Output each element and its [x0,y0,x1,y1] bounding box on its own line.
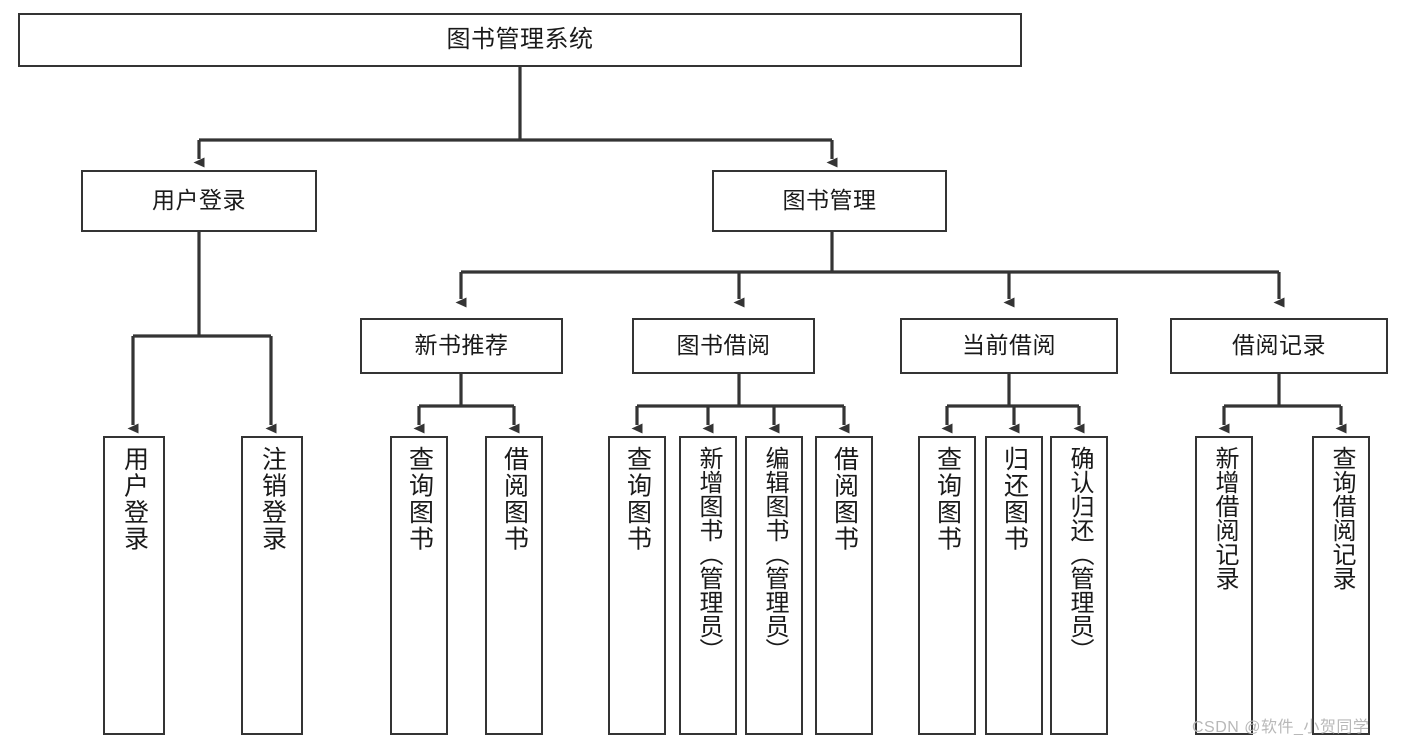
node-label: 查询图书 [623,446,652,552]
node-current-borrow[interactable]: 当前借阅 [900,318,1118,374]
leaf-query-book-recommend[interactable]: 查询图书 [390,436,448,735]
node-borrow-record[interactable]: 借阅记录 [1170,318,1388,374]
node-label: 注销登录 [258,446,287,552]
node-label: 用户登录 [152,187,246,214]
node-label: 借阅图书 [830,446,859,552]
node-label: 借阅记录 [1232,332,1326,359]
node-label: 用户登录 [120,446,149,552]
node-label: 查询借阅记录 [1327,446,1355,590]
node-root-book-management-system[interactable]: 图书管理系统 [18,13,1022,67]
leaf-borrow-book[interactable]: 借阅图书 [815,436,873,735]
node-label: 新增图书（管理员） [694,446,722,662]
leaf-confirm-return-admin[interactable]: 确认归还（管理员） [1050,436,1108,735]
node-label: 查询图书 [405,446,434,552]
node-label: 编辑图书（管理员） [760,446,788,662]
node-label: 图书管理系统 [446,25,594,53]
node-new-book-recommend[interactable]: 新书推荐 [360,318,563,374]
watermark: CSDN @软件_小贺同学 [1192,719,1370,736]
leaf-add-book-admin[interactable]: 新增图书（管理员） [679,436,737,735]
leaf-query-borrow-record[interactable]: 查询借阅记录 [1312,436,1370,735]
node-label: 图书借阅 [676,332,771,359]
leaf-return-book[interactable]: 归还图书 [985,436,1043,735]
leaf-edit-book-admin[interactable]: 编辑图书（管理员） [745,436,803,735]
node-label: 当前借阅 [962,332,1056,359]
node-label: 新书推荐 [414,332,509,359]
leaf-query-book-current[interactable]: 查询图书 [918,436,976,735]
leaf-add-borrow-record[interactable]: 新增借阅记录 [1195,436,1253,735]
node-label: 新增借阅记录 [1210,446,1238,590]
node-label: 图书管理 [782,187,877,214]
leaf-borrow-book-recommend[interactable]: 借阅图书 [485,436,543,735]
node-book-management[interactable]: 图书管理 [712,170,947,232]
node-label: 确认归还（管理员） [1065,446,1093,662]
leaf-logout[interactable]: 注销登录 [241,436,303,735]
node-user-login[interactable]: 用户登录 [81,170,317,232]
node-book-borrow[interactable]: 图书借阅 [632,318,815,374]
node-label: 归还图书 [1000,446,1029,552]
leaf-user-login[interactable]: 用户登录 [103,436,165,735]
node-label: 查询图书 [933,446,962,552]
node-label: 借阅图书 [500,446,529,552]
leaf-query-book[interactable]: 查询图书 [608,436,666,735]
